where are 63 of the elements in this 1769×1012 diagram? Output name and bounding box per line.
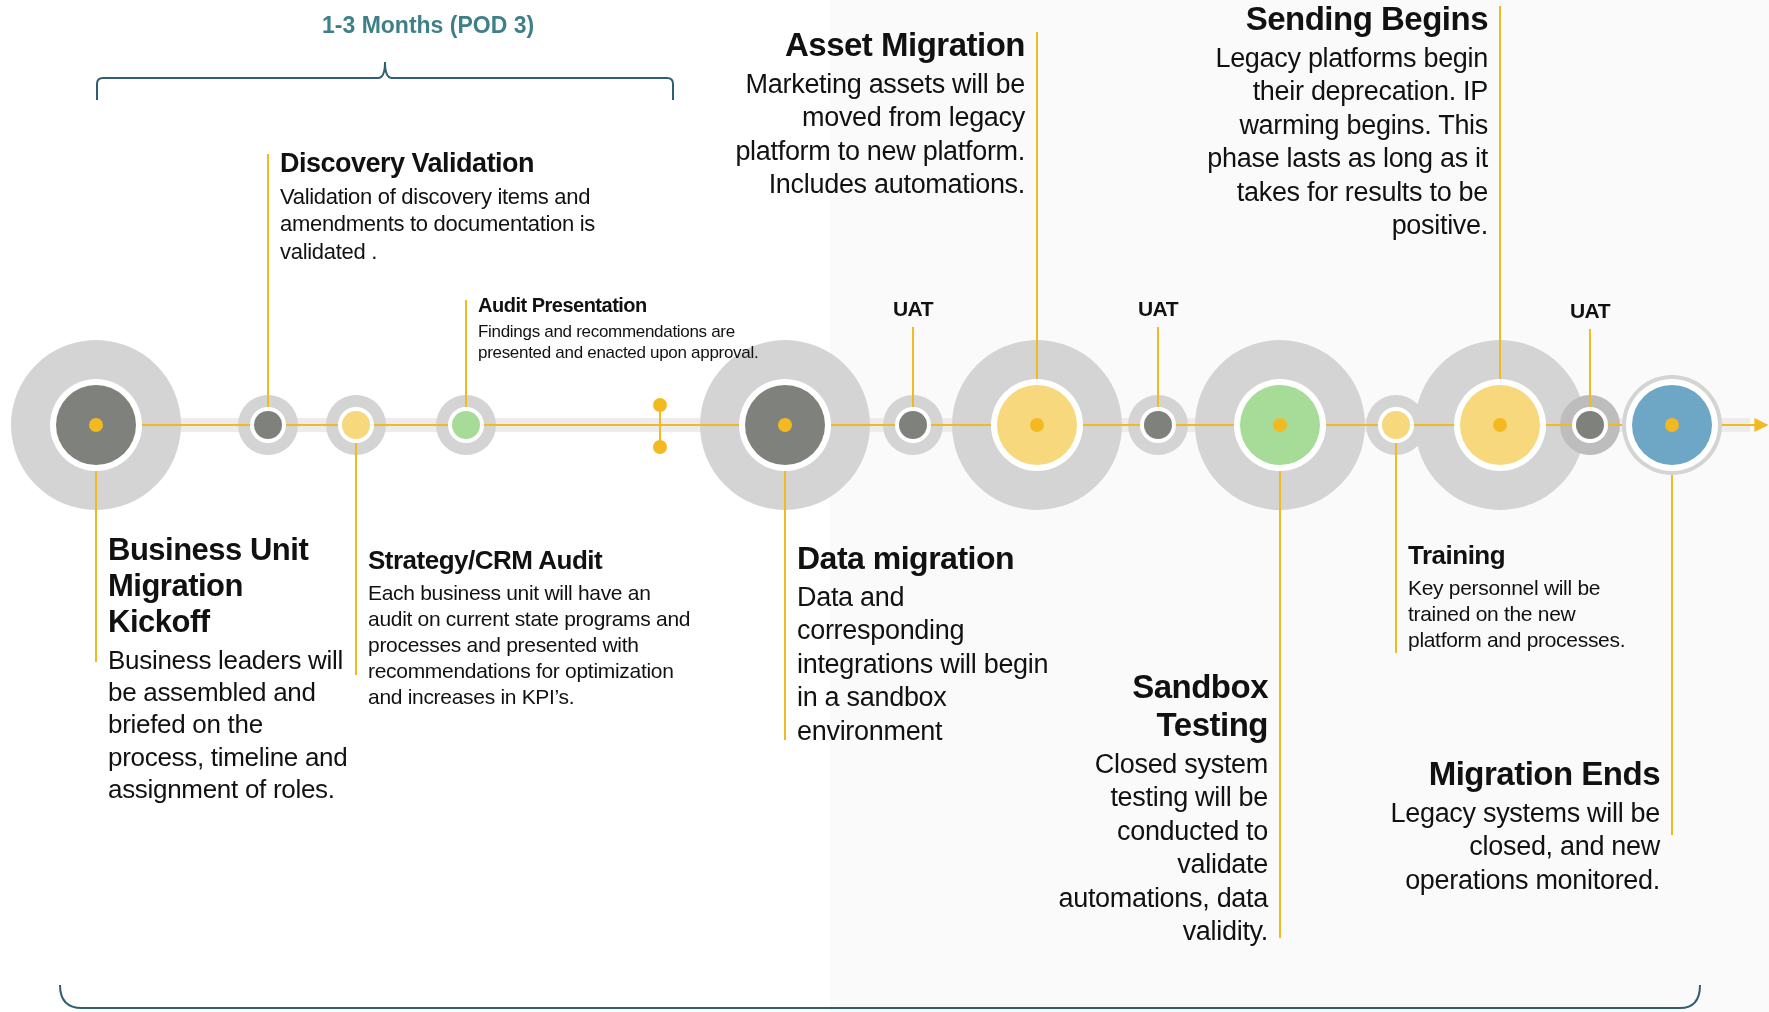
milestone-description: Findings and recommendations are presented and enacted upon approval. xyxy=(478,321,760,364)
timeline-line xyxy=(1545,424,1573,426)
leader-line xyxy=(1395,442,1397,655)
timeline-line xyxy=(1607,424,1623,426)
leader-line xyxy=(1279,470,1281,939)
milestone-heading: UAT xyxy=(892,297,934,321)
leader-line xyxy=(465,299,467,408)
milestone-circle xyxy=(1572,407,1608,443)
milestone-heading: UAT xyxy=(1137,297,1179,321)
leader-line xyxy=(1589,328,1591,408)
leader-line xyxy=(1157,326,1159,408)
milestone-circle xyxy=(1454,379,1546,471)
milestone-circle xyxy=(1378,407,1414,443)
leader-line xyxy=(1499,5,1501,380)
timeline-line xyxy=(1175,424,1235,426)
milestone-heading: Business Unit Migration Kickoff xyxy=(108,532,310,640)
milestone-description: Data and corresponding integrations will begin in a sandbox environment xyxy=(797,581,1050,748)
milestone-circle xyxy=(1622,375,1722,475)
timeline-line xyxy=(830,424,896,426)
leader-line xyxy=(912,326,914,408)
timeline-line xyxy=(1082,424,1141,426)
milestone-circle xyxy=(338,407,374,443)
milestone-circle xyxy=(50,379,142,471)
milestone-description: Validation of discovery items and amendments to documentation is validated . xyxy=(280,183,597,265)
leader-line xyxy=(784,470,786,741)
milestone-heading: Audit Presentation xyxy=(478,294,648,317)
timeline-line xyxy=(373,424,449,426)
milestone-heading: Discovery Validation xyxy=(280,148,536,179)
milestone-heading: Migration Ends xyxy=(1427,755,1660,793)
duration-label: 1-3 Months (POD 3) xyxy=(322,12,535,39)
timeline-line xyxy=(1325,424,1379,426)
milestone-description: Each business unit will have an audit on current state programs and processes and presented with recommendations for optimization and increases in KPI’s. xyxy=(368,580,692,711)
leader-line xyxy=(355,442,357,676)
timeline-arrow xyxy=(1721,418,1769,432)
milestone-description: Key personnel will be trained on the new platform and processes. xyxy=(1408,575,1626,654)
milestone-heading: Data migration xyxy=(797,540,1016,577)
milestone-description: Legacy platforms begin their deprecation. IP warming begins. This phase lasts as long as it takes for results to be positive. xyxy=(1206,42,1488,243)
timeline-line xyxy=(285,424,339,426)
milestone-heading: Sending Begins xyxy=(1244,0,1488,38)
milestone-heading: Asset Migration xyxy=(783,26,1025,64)
milestone-heading: UAT xyxy=(1569,299,1611,323)
leader-line xyxy=(267,153,269,408)
milestone-circle xyxy=(895,407,931,443)
milestone-circle xyxy=(1140,407,1176,443)
milestone-circle xyxy=(739,379,831,471)
milestone-circle xyxy=(991,379,1083,471)
milestone-description: Closed system testing will be conducted to validate automations, data validity. xyxy=(1057,748,1268,949)
timeline-line xyxy=(483,424,740,426)
timeline-line xyxy=(930,424,992,426)
milestone-heading: Sandbox Testing xyxy=(1131,668,1268,744)
milestone-description: Business leaders will be assembled and briefed on the process, timeline and assignment of roles. xyxy=(108,644,348,806)
leader-line xyxy=(1036,31,1038,380)
leader-line xyxy=(95,470,97,663)
milestone-circle xyxy=(448,407,484,443)
timeline-line xyxy=(141,424,251,426)
milestone-description: Legacy systems will be closed, and new operations monitored. xyxy=(1389,797,1660,897)
milestone-heading: Training xyxy=(1408,540,1507,571)
milestone-circle xyxy=(1234,379,1326,471)
milestone-description: Marketing assets will be moved from legacy platform to new platform. Includes automations. xyxy=(734,68,1025,202)
milestone-circle xyxy=(250,407,286,443)
timeline-line xyxy=(1413,424,1455,426)
milestone-heading: Strategy/CRM Audit xyxy=(368,545,604,576)
leader-line xyxy=(1671,474,1673,836)
